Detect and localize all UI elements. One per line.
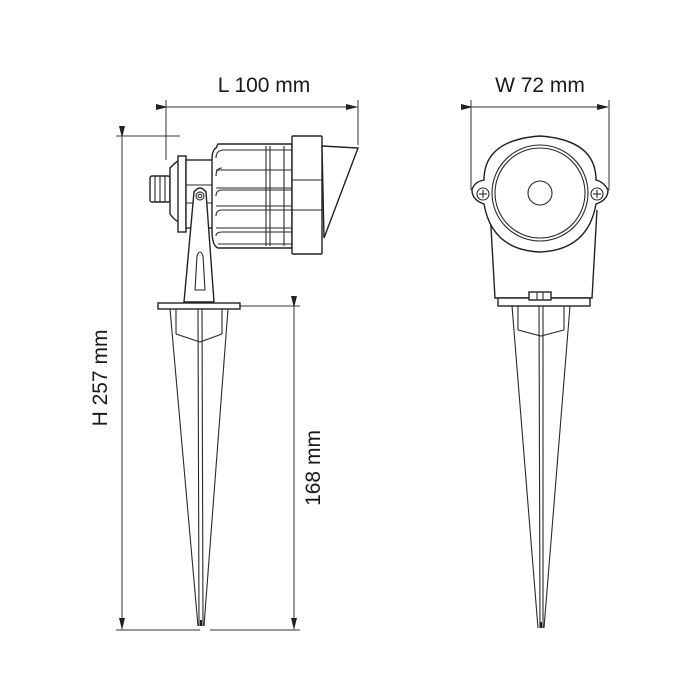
heat-sink-fins <box>211 143 293 249</box>
front-view <box>471 135 609 629</box>
glare-shield <box>321 145 359 239</box>
screw-left <box>476 187 490 201</box>
screw-right <box>590 187 604 201</box>
ground-spike <box>169 308 229 627</box>
width-label: W 72 mm <box>495 74 585 97</box>
width-dimension: W 72 mm <box>461 74 610 190</box>
height-dimension: H 257 mm <box>89 126 200 631</box>
side-view <box>149 135 359 627</box>
spike-height-dimension: 168 mm <box>210 296 325 631</box>
bracket <box>183 187 215 303</box>
ground-spike-front <box>511 305 571 629</box>
cable-gland <box>149 159 181 223</box>
spike-height-label: 168 mm <box>302 430 325 506</box>
length-label: L 100 mm <box>218 74 311 97</box>
length-dimension: L 100 mm <box>156 74 359 160</box>
height-label: H 257 mm <box>89 330 112 427</box>
